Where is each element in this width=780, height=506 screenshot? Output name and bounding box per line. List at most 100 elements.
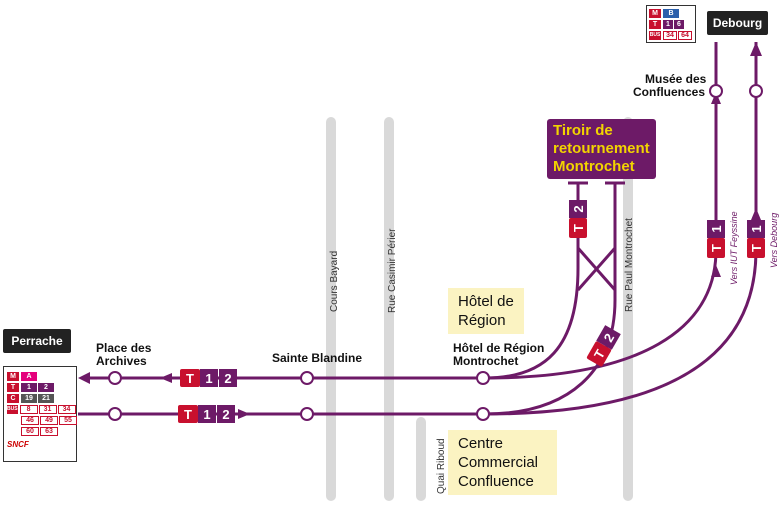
tram-line: 2	[38, 382, 54, 392]
metro-line: B	[663, 8, 679, 18]
landmark-centre-line-1: Centre	[458, 435, 504, 452]
c-line: 19	[21, 393, 37, 403]
line-2-number: 2	[571, 205, 586, 212]
bus-line: 49	[40, 415, 58, 425]
label-hotel-region-1: Hôtel de Région	[453, 341, 544, 355]
tram-tracks	[78, 42, 758, 416]
line-2-badge	[217, 405, 235, 423]
badge-t1-left: 1 T	[707, 220, 725, 258]
line-1-badge	[198, 405, 216, 423]
direction-vers-debourg: Vers Debourg	[769, 213, 779, 268]
arrow-up-t1-right-top	[750, 42, 762, 56]
arrow-left-terminal	[78, 372, 90, 384]
conn-row-tram: T 1 6	[649, 19, 693, 29]
conn-row-bus-3: 60 63	[7, 426, 73, 436]
tiroir-line-2: retournement	[553, 140, 650, 157]
landmark-hotel-line-2: Région	[458, 312, 506, 329]
tram-badge	[569, 218, 587, 238]
tiroir-line-1: Tiroir de	[553, 122, 613, 139]
conn-row-bus-1: BUS 8 31 34	[7, 404, 76, 414]
line-2-number: 2	[224, 371, 231, 386]
conn-row-sncf: SNCF	[7, 439, 73, 449]
tram-badge	[178, 405, 198, 423]
bus-line: 60	[21, 426, 39, 436]
tram-badge	[180, 369, 200, 387]
bus-line: 55	[59, 415, 77, 425]
label-place-des-archives-2: Archives	[96, 354, 147, 368]
line-2-badge	[569, 200, 587, 218]
arrow-up-t1-right	[751, 208, 761, 220]
terminal-debourg[interactable]: Debourg	[707, 11, 768, 35]
mode-bus-icon: BUS	[7, 404, 18, 414]
sncf-logo: SNCF	[7, 439, 29, 449]
line-2-badge	[596, 325, 621, 350]
tram-line: 1	[663, 19, 673, 29]
station-hotel-region-upper[interactable]	[476, 371, 490, 385]
label-musee-1: Musée des	[645, 72, 707, 86]
tram-letter: T	[186, 371, 194, 386]
tram-letter: T	[571, 224, 586, 232]
conn-row-bus-2: 46 49 55	[7, 415, 77, 425]
direction-vers-iut-feyssine: Vers IUT Feyssine	[729, 211, 739, 285]
bus-line: 34	[57, 404, 76, 414]
line-1-number: 1	[749, 225, 764, 232]
track-t1-right	[484, 42, 758, 416]
station-sainte-blandine-lower[interactable]	[300, 407, 314, 421]
station-musee-des-confluences[interactable]	[709, 84, 723, 98]
label-musee-2: Confluences	[633, 85, 705, 99]
line-1-number: 1	[203, 407, 210, 422]
bus-line: 46	[21, 415, 39, 425]
tram-badge	[707, 238, 725, 258]
arrow-right-lower	[238, 409, 250, 419]
metro-line: A	[21, 371, 37, 381]
label-sainte-blandine: Sainte Blandine	[272, 351, 362, 365]
station-musee-des-confluences-right[interactable]	[749, 84, 763, 98]
connections-perrache: M A T 1 2 C 19 21 BUS 8 31 34 46 49 55 6…	[3, 366, 77, 462]
landmark-centre-commercial: Centre Commercial Confluence	[448, 430, 557, 495]
tram-letter: T	[709, 244, 724, 252]
label-quai-riboud: Quai Riboud	[436, 438, 447, 494]
line-1-badge	[200, 369, 218, 387]
tram-letter: T	[749, 244, 764, 252]
label-hotel-region-2: Montrochet	[453, 354, 518, 368]
track-t2-lower-branch	[484, 183, 617, 416]
bus-line: 63	[40, 426, 58, 436]
arrow-left-upper	[160, 373, 172, 383]
station-hotel-region-lower[interactable]	[476, 407, 490, 421]
label-rue-paul-montrochet: Rue Paul Montrochet	[624, 218, 635, 312]
badge-t12-upper: T 1 2	[180, 369, 237, 387]
conn-row-metro: M A	[7, 371, 73, 381]
line-1-badge	[747, 220, 765, 238]
bus-line: 8	[19, 404, 38, 414]
mode-bus-icon: BUS	[649, 30, 661, 40]
badge-t12-lower: T 1 2	[178, 405, 235, 423]
connections-debourg: M B T 1 6 BUS 34 64	[646, 5, 696, 43]
label-place-des-archives-1: Place des	[96, 341, 152, 355]
streets	[326, 117, 633, 501]
landmark-hotel-de-region: Hôtel de Région	[448, 288, 524, 334]
landmark-hotel-line-1: Hôtel de	[458, 293, 514, 310]
label-rue-casimir-perier: Rue Casimir Périer	[387, 228, 398, 313]
tram-letter: T	[184, 407, 192, 422]
conn-row-c: C 19 21	[7, 393, 73, 403]
mode-c-icon: C	[7, 393, 19, 403]
mode-tram-icon: T	[7, 382, 19, 392]
conn-row-bus: BUS 34 64	[649, 30, 693, 40]
line-2-badge	[219, 369, 237, 387]
badge-t1-right: 1 T	[747, 220, 765, 258]
c-line: 21	[38, 393, 54, 403]
conn-row-metro: M B	[649, 8, 693, 18]
bus-line: 64	[678, 30, 692, 40]
bus-line: 34	[663, 30, 677, 40]
station-place-des-archives-lower[interactable]	[108, 407, 122, 421]
mode-metro-icon: M	[649, 8, 661, 18]
station-markers	[108, 84, 763, 421]
station-place-des-archives-upper[interactable]	[108, 371, 122, 385]
terminal-perrache[interactable]: Perrache	[3, 329, 71, 353]
tram-line: 6	[674, 19, 684, 29]
tram-badge	[747, 238, 765, 258]
station-sainte-blandine-upper[interactable]	[300, 371, 314, 385]
arrow-up-t1-left	[711, 265, 721, 277]
bus-line: 31	[38, 404, 57, 414]
